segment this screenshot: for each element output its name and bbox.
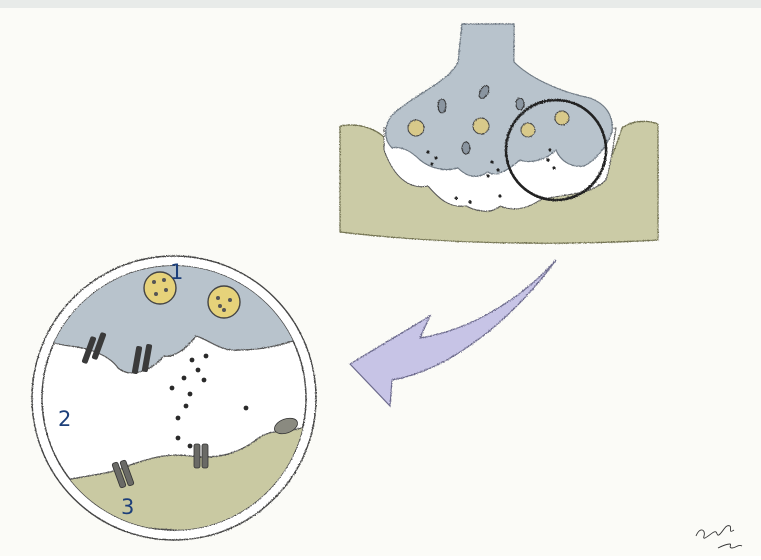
synaptic-vesicle [208,286,240,318]
top-edge [0,0,761,8]
label-synaptic-cleft: 2 [58,409,71,430]
label-presynaptic-terminal: 1 [170,262,183,283]
label-postsynaptic-membrane: 3 [121,497,134,518]
